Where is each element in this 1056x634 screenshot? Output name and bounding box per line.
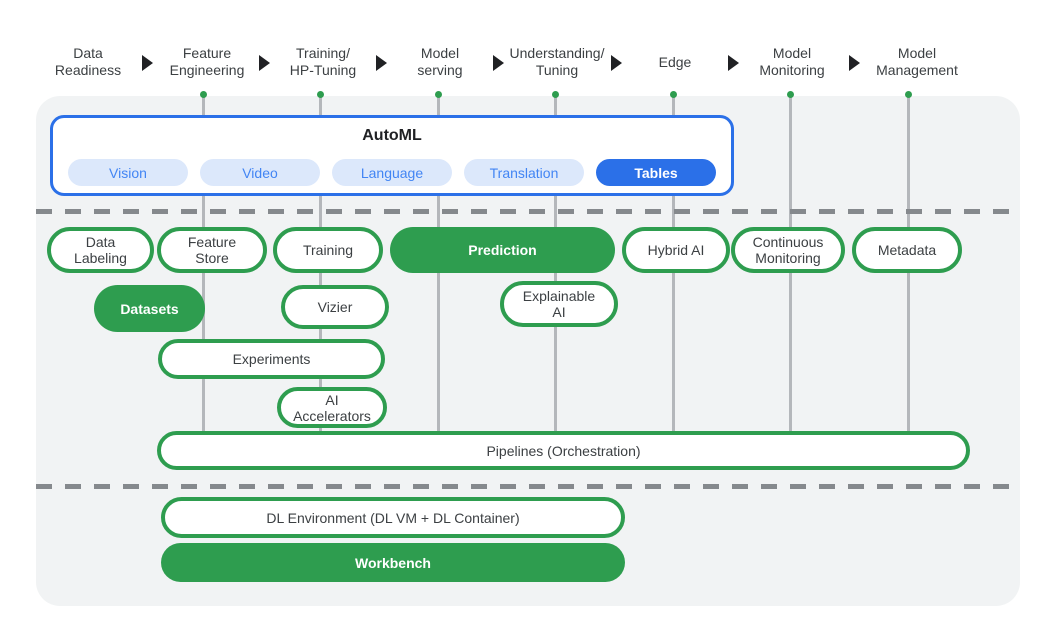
node-vizier: Vizier [281, 285, 389, 329]
automl-group: AutoML Vision Video Language Translation… [50, 115, 734, 196]
automl-title: AutoML [362, 127, 422, 144]
arrow-right-icon [493, 55, 504, 71]
connector-line [202, 97, 205, 449]
arrow-right-icon [611, 55, 622, 71]
node-datasets: Datasets [94, 285, 205, 332]
node-hybrid-ai: Hybrid AI [622, 227, 730, 273]
connector-line [319, 97, 322, 449]
tab-vision: Vision [68, 159, 188, 186]
connector-dot-icon [317, 91, 324, 98]
tab-translation: Translation [464, 159, 584, 186]
connector-dot-icon [200, 91, 207, 98]
connector-dot-icon [905, 91, 912, 98]
connector-line [554, 97, 557, 449]
arrow-right-icon [728, 55, 739, 71]
node-feature-store: Feature Store [157, 227, 267, 273]
dashed-divider [36, 484, 1020, 489]
stage-edge: Edge [658, 53, 692, 70]
arrow-right-icon [376, 55, 387, 71]
node-workbench: Workbench [161, 543, 625, 582]
dashed-divider [36, 209, 1020, 214]
tab-video: Video [200, 159, 320, 186]
arrow-right-icon [259, 55, 270, 71]
node-pipelines: Pipelines (Orchestration) [157, 431, 970, 470]
node-prediction: Prediction [390, 227, 615, 273]
stage-data-readiness: Data Readiness [54, 45, 122, 78]
connector-line [907, 97, 910, 449]
connector-line [437, 97, 440, 449]
connector-line [672, 97, 675, 449]
stage-understanding-tuning: Understanding/ Tuning [509, 45, 605, 78]
node-experiments: Experiments [158, 339, 385, 379]
tab-tables: Tables [596, 159, 716, 186]
tab-language: Language [332, 159, 452, 186]
stage-model-management: Model Management [876, 45, 958, 78]
node-data-labeling: Data Labeling [47, 227, 154, 273]
node-continuous-monitoring: Continuous Monitoring [731, 227, 845, 273]
stage-feature-engineering: Feature Engineering [169, 45, 245, 78]
connector-dot-icon [435, 91, 442, 98]
automl-tabs: Vision Video Language Translation Tables [68, 159, 716, 186]
node-metadata: Metadata [852, 227, 962, 273]
node-ai-accelerators: AI Accelerators [277, 387, 387, 428]
connector-line [789, 97, 792, 449]
connector-dot-icon [787, 91, 794, 98]
arrow-right-icon [849, 55, 860, 71]
node-explainable-ai: Explainable AI [500, 281, 618, 327]
node-training: Training [273, 227, 383, 273]
connector-dot-icon [552, 91, 559, 98]
node-dl-environment: DL Environment (DL VM + DL Container) [161, 497, 625, 538]
connector-dot-icon [670, 91, 677, 98]
stage-training-hp-tuning: Training/ HP-Tuning [289, 45, 357, 78]
stage-model-monitoring: Model Monitoring [759, 45, 825, 78]
stage-model-serving: Model serving [417, 45, 463, 78]
arrow-right-icon [142, 55, 153, 71]
